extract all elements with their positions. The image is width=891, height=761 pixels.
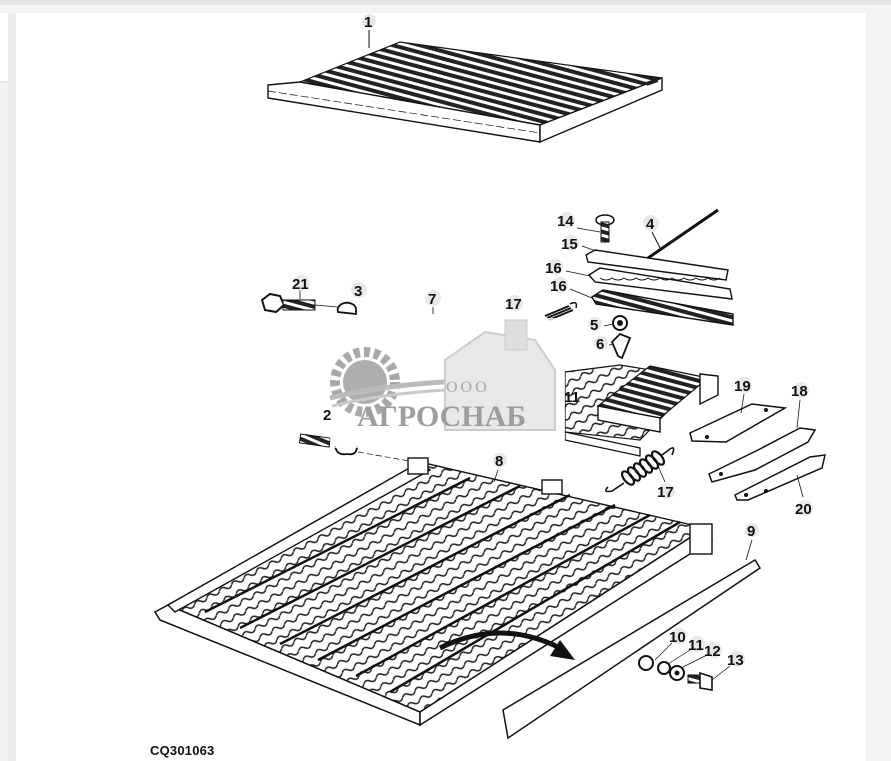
left-side-panel: [0, 13, 8, 83]
arrow-head-icon: [550, 640, 575, 660]
callout-19: 19: [734, 378, 751, 395]
callout-12: 12: [704, 643, 721, 660]
top-toolbar-strip: [0, 0, 891, 5]
callout-21: 21: [292, 276, 309, 293]
pivot-hardware: [260, 290, 578, 321]
part-1-sieve: [267, 30, 663, 144]
part-8-main-sieve: [153, 457, 714, 727]
brackets-18-19-20: [689, 393, 826, 501]
callout-11b: 11: [688, 637, 704, 654]
callout-17b: 17: [657, 484, 674, 501]
callout-9: 9: [747, 523, 755, 540]
part-9-strip: [502, 539, 762, 740]
callout-3: 3: [354, 283, 362, 300]
figure-id-caption: CQ301063: [150, 743, 215, 758]
callout-16b: 16: [550, 278, 567, 295]
fasteners-10-13: [638, 642, 731, 691]
callout-1: 1: [364, 14, 372, 31]
callout-16a: 16: [545, 260, 562, 277]
callout-14: 14: [557, 213, 574, 230]
company-watermark: ООО АГРОСНАБ: [329, 318, 565, 448]
callout-labels: 1 14 4 15 16 16 21 3 7 17 5 6 2 11 19 18…: [292, 14, 813, 669]
top-toolbar-shadow: [0, 5, 891, 13]
callout-6: 6: [596, 336, 604, 353]
part-11-sieve-extension: [564, 364, 719, 457]
callout-4: 4: [646, 216, 655, 233]
part-17-spring: [604, 447, 675, 493]
part-2-bolt: [298, 433, 416, 463]
callout-7: 7: [428, 291, 436, 308]
callout-8: 8: [495, 453, 503, 470]
right-scroll-rail[interactable]: [866, 13, 891, 761]
callout-2: 2: [323, 407, 331, 424]
direction-arrow-icon: [438, 630, 562, 651]
callout-11a: 11: [564, 389, 580, 406]
callout-17a: 17: [505, 296, 522, 313]
adjuster-assembly: [565, 208, 734, 360]
callout-18: 18: [791, 383, 808, 400]
callout-13: 13: [727, 652, 744, 669]
watermark-company: АГРОСНАБ: [357, 400, 526, 433]
callout-15: 15: [561, 236, 578, 253]
left-scroll-rail: [8, 13, 16, 761]
callout-20: 20: [795, 501, 812, 518]
watermark-prefix: ООО: [446, 379, 490, 396]
callout-5: 5: [590, 317, 598, 334]
callout-10: 10: [669, 629, 686, 646]
